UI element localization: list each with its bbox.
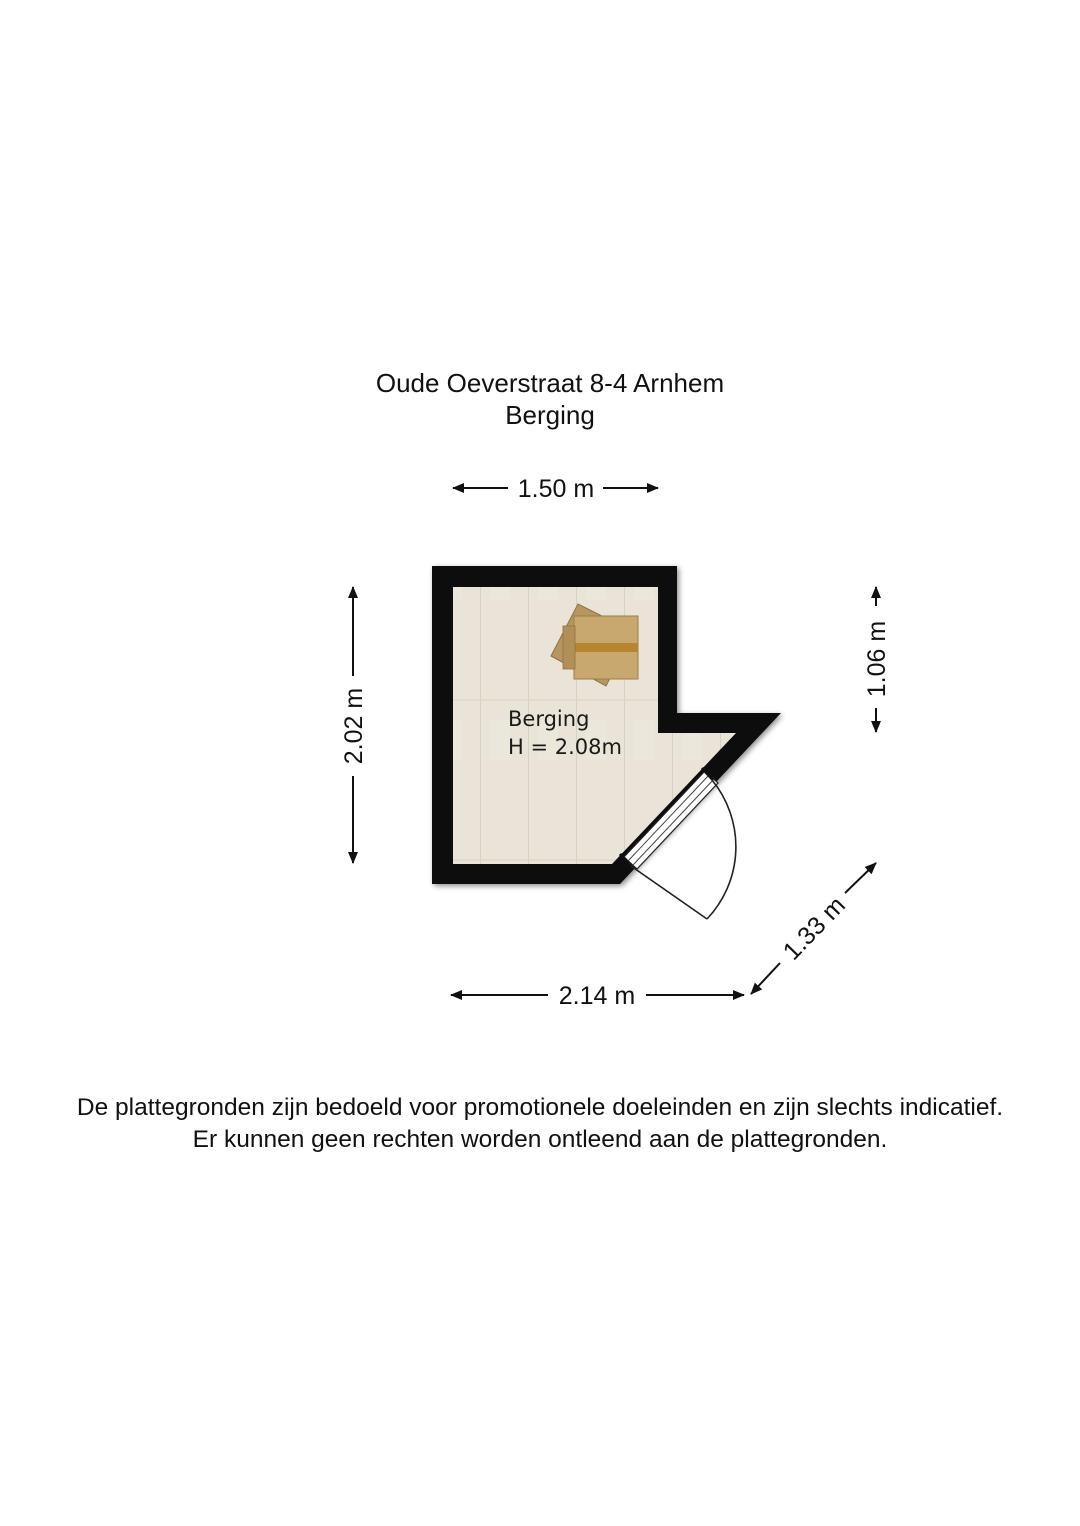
plan-floor-subtitle: Berging <box>505 400 595 430</box>
room-floor <box>453 587 736 864</box>
room-height-label: H = 2.08m <box>508 735 622 759</box>
dimension-left-height: 2.02 m <box>340 586 368 864</box>
dimension-diagonal: 1.33 m <box>750 862 877 995</box>
plan-address-title: Oude Oeverstraat 8-4 Arnhem <box>375 368 725 398</box>
door <box>618 766 737 920</box>
dimension-top-width: 1.50 m <box>452 475 659 503</box>
dimension-bottom-width-label: 2.14 m <box>559 982 635 1010</box>
dimension-bottom-width: 2.14 m <box>450 982 745 1010</box>
disclaimer: De plattegronden zijn bedoeld voor promo… <box>0 1092 1080 1156</box>
room-name-label: Berging <box>508 707 589 731</box>
disclaimer-line-2: Er kunnen geen rechten worden ontleend a… <box>192 1126 888 1153</box>
storage-boxes-icon <box>550 603 639 687</box>
dimension-left-height-label: 2.02 m <box>340 688 368 764</box>
dimension-right-height-label: 1.06 m <box>863 621 891 697</box>
disclaimer-line-1: De plattegronden zijn bedoeld voor promo… <box>76 1094 1004 1121</box>
dimension-right-height: 1.06 m <box>863 586 891 733</box>
dimension-top-width-label: 1.50 m <box>518 475 594 503</box>
dimension-diagonal-label: 1.33 m <box>778 891 851 965</box>
